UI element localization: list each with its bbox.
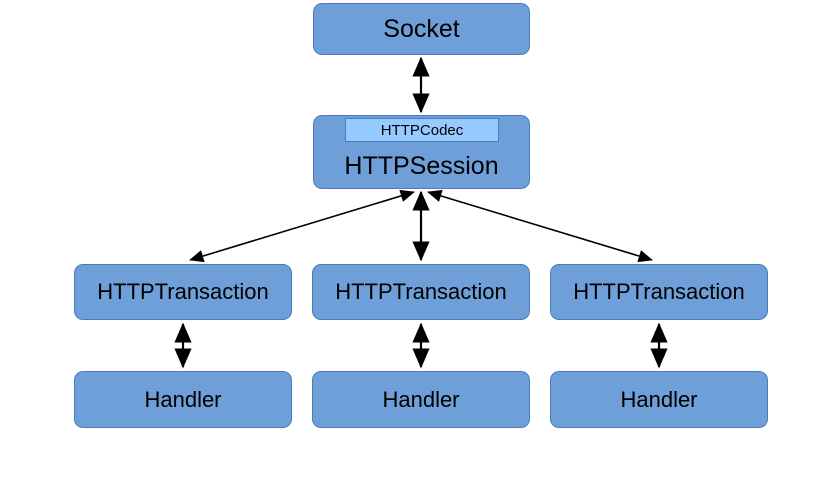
node-socket[interactable]: Socket (313, 3, 530, 55)
node-transaction-right-label: HTTPTransaction (573, 279, 745, 304)
node-handler-right[interactable]: Handler (550, 371, 768, 428)
node-transaction-middle-label: HTTPTransaction (335, 279, 507, 304)
connector-session-transaction-right (427, 189, 653, 263)
node-httpsession-inner: HTTPCodec HTTPSession (314, 116, 529, 188)
node-httpsession[interactable]: HTTPCodec HTTPSession (313, 115, 530, 189)
node-transaction-middle[interactable]: HTTPTransaction (312, 264, 530, 320)
node-transaction-right[interactable]: HTTPTransaction (550, 264, 768, 320)
node-handler-right-label: Handler (620, 386, 698, 412)
connector-session-transaction-left (189, 189, 415, 263)
node-handler-middle[interactable]: Handler (312, 371, 530, 428)
node-handler-middle-label: Handler (382, 386, 460, 412)
node-httpcodec-label: HTTPCodec (380, 121, 464, 139)
node-transaction-left[interactable]: HTTPTransaction (74, 264, 292, 320)
node-httpcodec[interactable]: HTTPCodec (345, 118, 499, 142)
node-httpsession-label: HTTPSession (344, 151, 499, 180)
node-handler-left-label: Handler (144, 386, 222, 412)
node-transaction-left-label: HTTPTransaction (97, 279, 269, 304)
node-socket-label: Socket (383, 14, 460, 43)
node-httpsession-label-wrap: HTTPSession (314, 144, 529, 188)
node-handler-left[interactable]: Handler (74, 371, 292, 428)
